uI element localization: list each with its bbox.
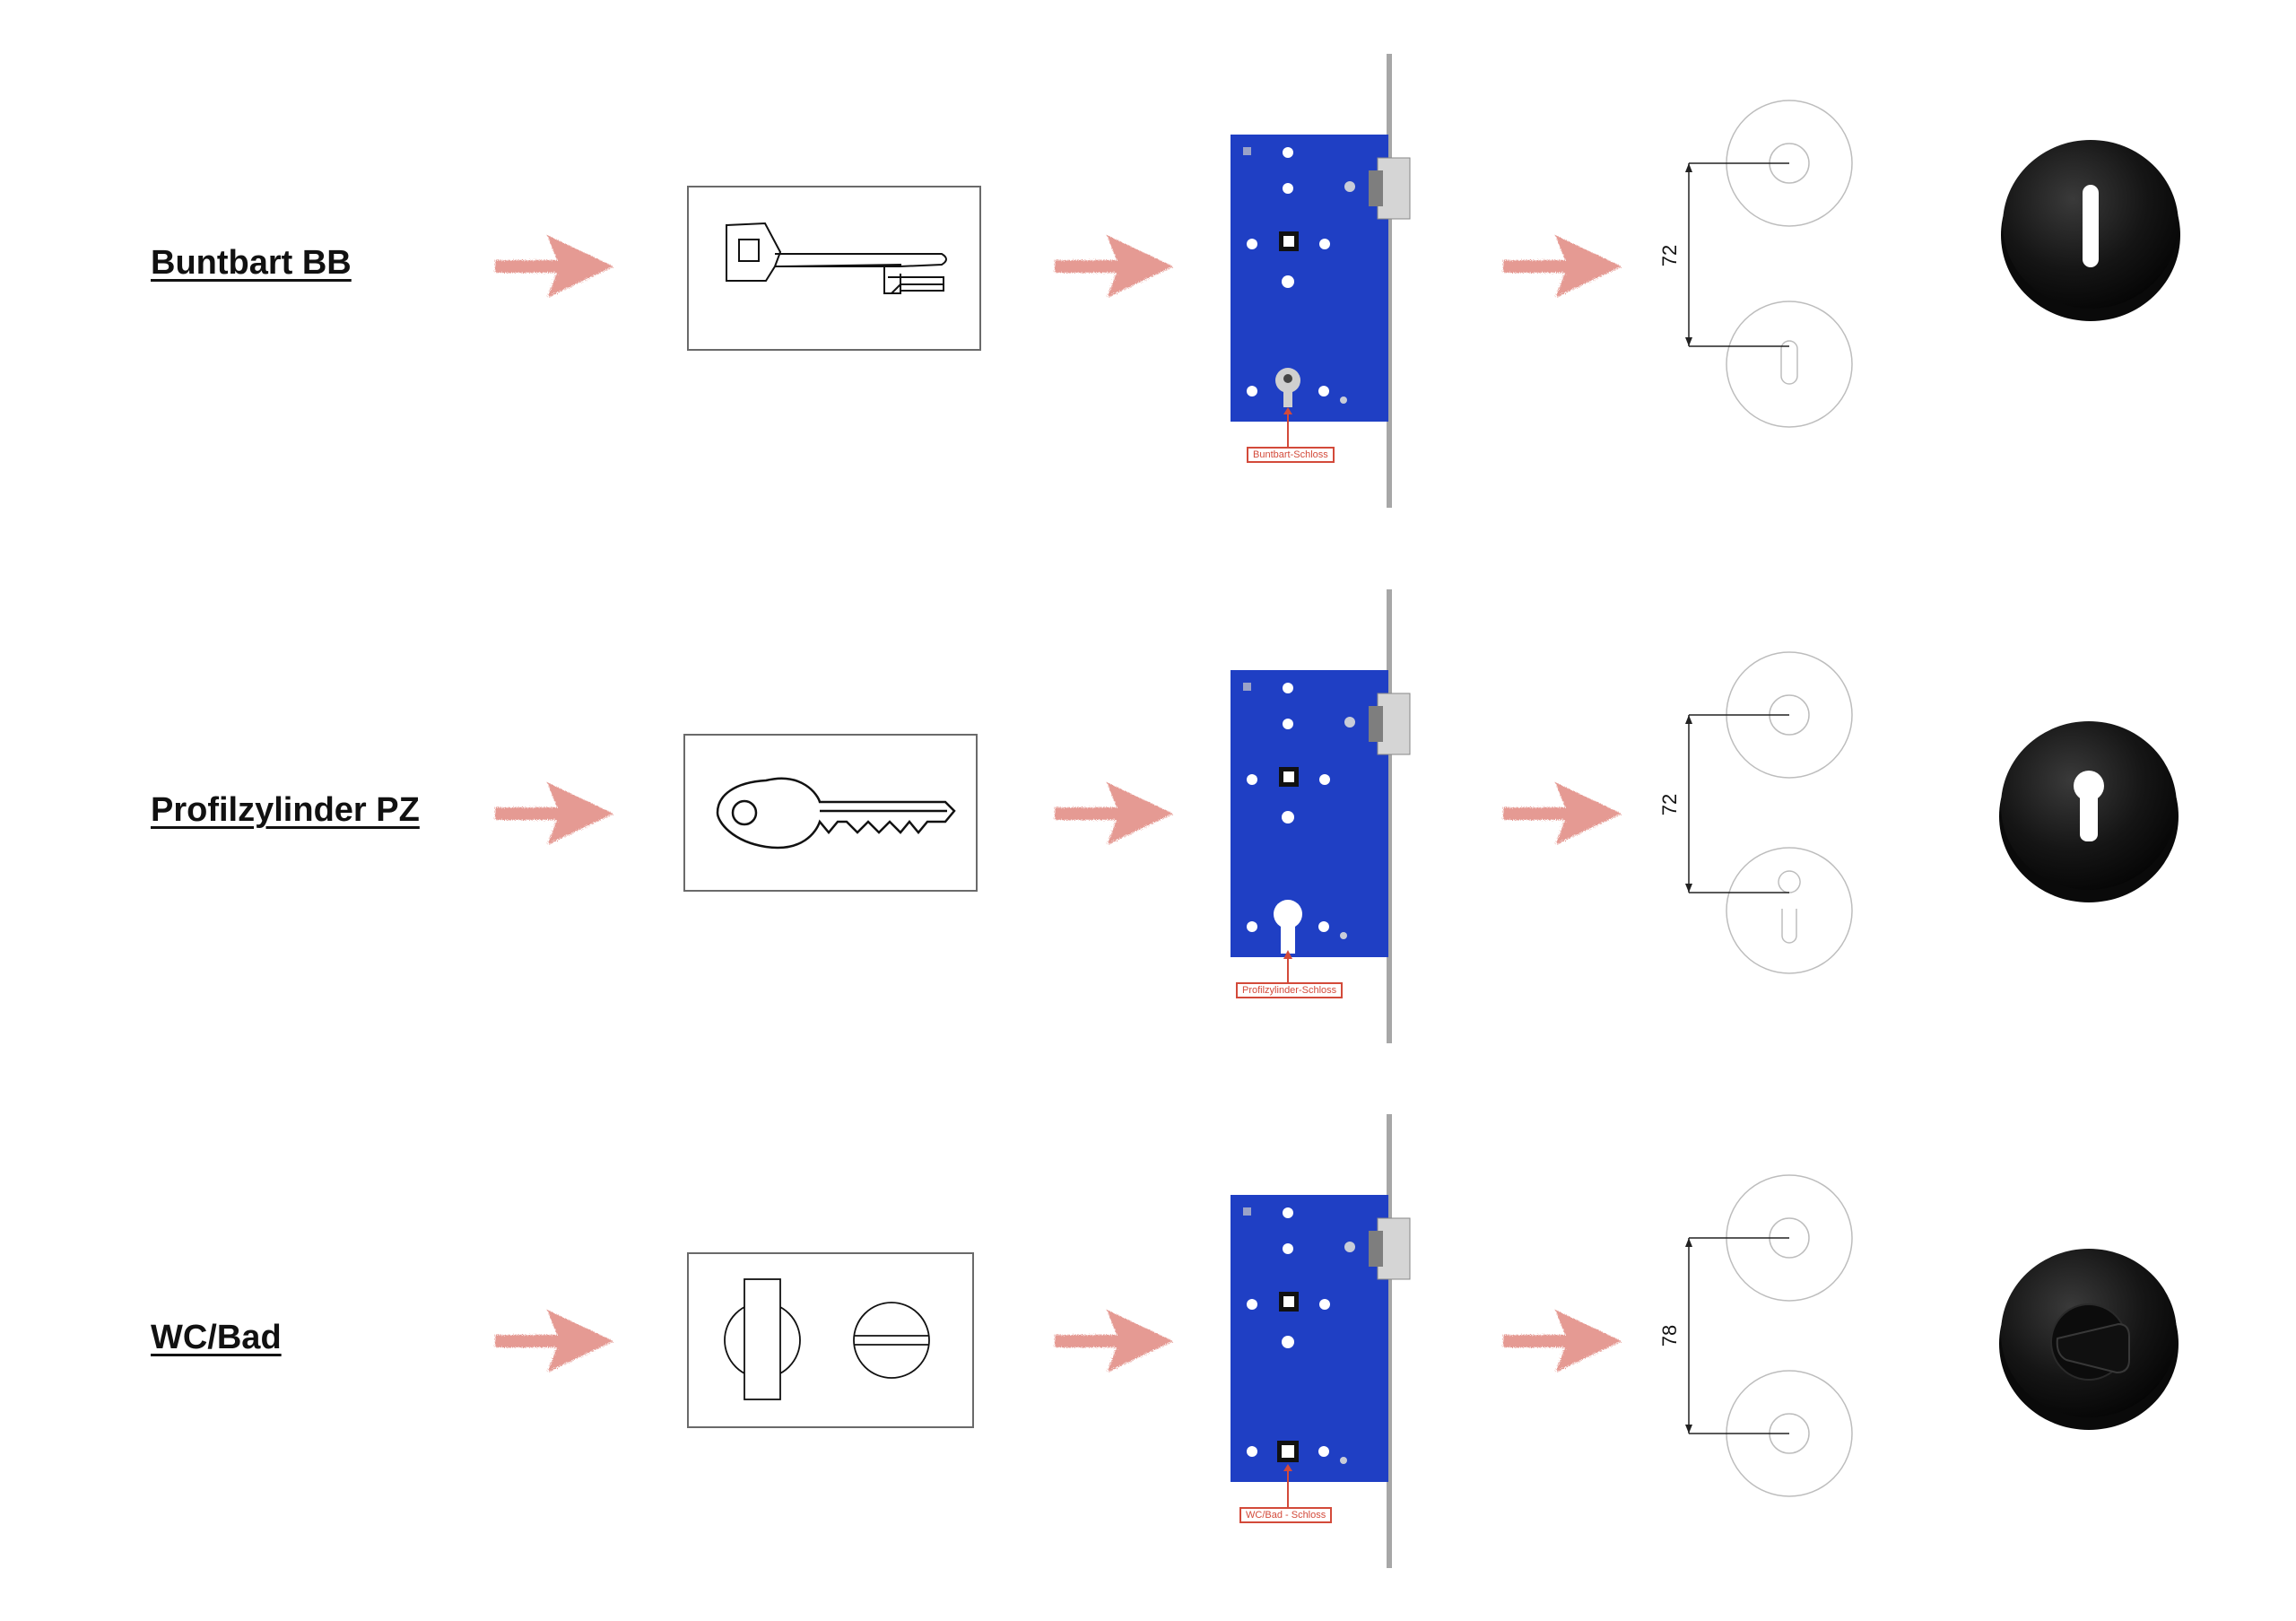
key-box xyxy=(683,734,978,892)
cylinder-key-icon xyxy=(716,777,956,850)
arrow-icon xyxy=(491,1301,617,1381)
row-title: WC/Bad xyxy=(151,1319,282,1356)
dimension-label: 72 xyxy=(1658,244,1682,267)
arrow-icon xyxy=(491,226,617,307)
mortise-lock-icon xyxy=(1231,1114,1411,1568)
mortise-lock-icon xyxy=(1231,54,1411,508)
arrow-icon xyxy=(1051,226,1177,307)
arrow-icon xyxy=(1051,1301,1177,1381)
cylinder-rosette-icon xyxy=(1999,721,2179,902)
arrow-icon xyxy=(1500,773,1625,854)
buntbart-key-icon xyxy=(726,222,947,294)
lock-label: Profilzylinder-Schloss xyxy=(1236,982,1344,998)
wc-rosette-icon xyxy=(1999,1249,2179,1430)
row-title: Profilzylinder PZ xyxy=(151,791,420,829)
lock-label: WC/Bad - Schloss xyxy=(1239,1507,1333,1523)
dimension-label: 72 xyxy=(1658,793,1682,816)
keyhole-rosette-icon xyxy=(2001,140,2180,321)
rosette-drawing xyxy=(1685,1174,1853,1497)
key-box xyxy=(687,186,981,351)
dimension-label: 78 xyxy=(1658,1324,1682,1347)
arrow-icon xyxy=(1500,226,1625,307)
arrow-icon xyxy=(1051,773,1177,854)
rosette-drawing xyxy=(1685,651,1853,974)
lock-label: Buntbart-Schloss xyxy=(1247,447,1335,463)
arrow-icon xyxy=(491,773,617,854)
wc-turn-icon xyxy=(724,1278,930,1400)
rosette-drawing xyxy=(1685,100,1853,428)
key-box xyxy=(687,1252,974,1428)
arrow-icon xyxy=(1500,1301,1625,1381)
row-title: Buntbart BB xyxy=(151,244,352,282)
mortise-lock-icon xyxy=(1231,589,1411,1043)
